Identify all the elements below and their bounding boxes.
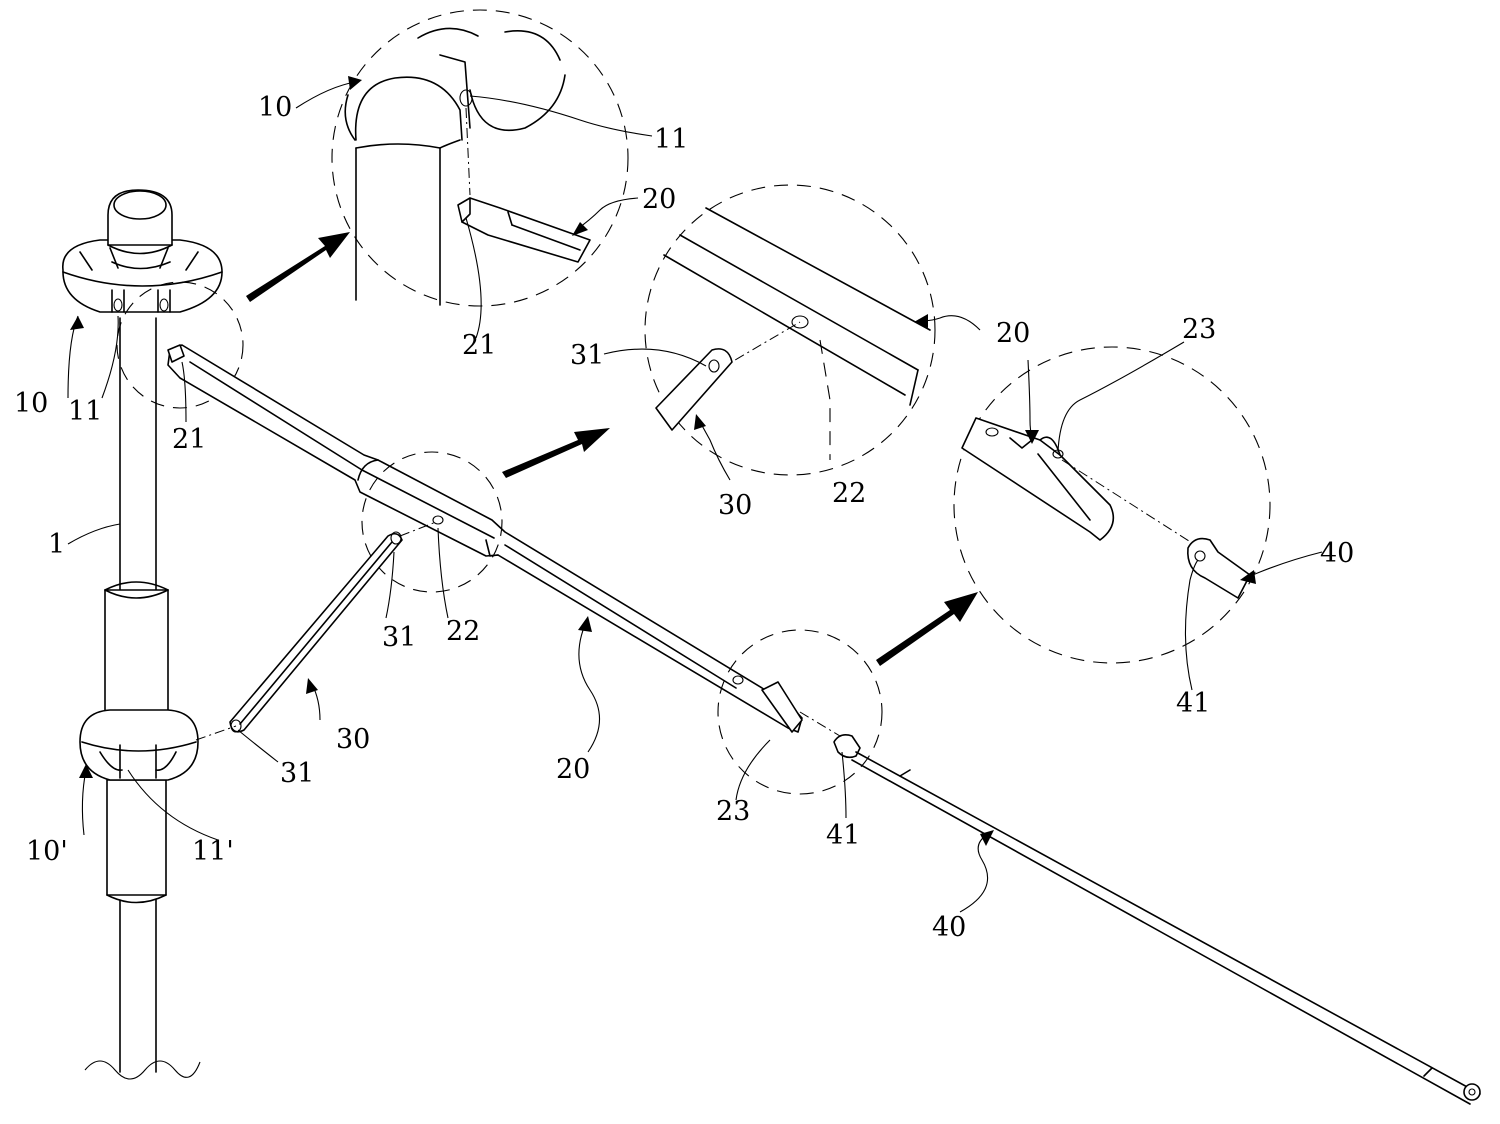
label-20-detail-mid: 20 [996, 318, 1030, 349]
label-41: 41 [826, 820, 860, 851]
label-1: 1 [48, 529, 65, 560]
label-30-detail: 30 [718, 490, 752, 521]
pole [84, 317, 201, 1080]
label-22-detail: 22 [832, 478, 866, 509]
lower-hub [79, 709, 199, 781]
label-22: 22 [446, 616, 480, 647]
arrow-to-detail-a [246, 232, 350, 302]
strut [195, 521, 437, 741]
long-rod [799, 711, 1481, 1105]
label-10-detail: 10 [258, 92, 292, 123]
reference-labels: 1 10 10 10' 11 11 11' 20 20 20 20 21 21 … [14, 92, 1354, 943]
callout-circle-b [361, 451, 503, 593]
callout-circle-c [717, 629, 883, 795]
label-40-detail: 40 [1320, 538, 1354, 569]
label-20-main: 20 [556, 754, 590, 785]
label-30: 30 [336, 724, 370, 755]
label-20-detail-top: 20 [642, 184, 676, 215]
top-hub [62, 189, 223, 313]
arrow-to-detail-c [876, 592, 978, 666]
label-41-detail: 41 [1176, 688, 1210, 719]
arrow-to-detail-b [502, 428, 610, 478]
label-23: 23 [716, 796, 750, 827]
main-rod [167, 344, 803, 733]
detail-circle-a [331, 9, 629, 307]
label-31-lower: 31 [280, 758, 314, 789]
label-31-detail: 31 [570, 340, 604, 371]
label-11-prime: 11' [192, 836, 234, 867]
label-10-prime: 10' [26, 836, 68, 867]
detail-circle-b [644, 184, 936, 476]
label-11: 11 [68, 396, 102, 427]
detail-circle-c [953, 346, 1271, 664]
label-21-detail: 21 [462, 330, 496, 361]
label-40: 40 [932, 912, 966, 943]
label-21: 21 [172, 424, 206, 455]
leader-lines [67, 76, 1323, 913]
label-10: 10 [14, 388, 48, 419]
label-23-detail: 23 [1182, 314, 1216, 345]
label-31-upper: 31 [382, 622, 416, 653]
label-11-detail: 11 [654, 124, 688, 155]
